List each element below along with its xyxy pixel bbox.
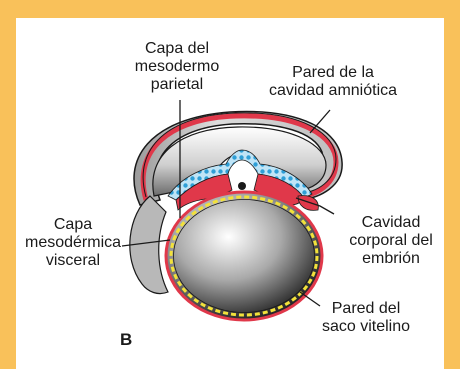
label-body-cavity: Cavidad corporal del embrión	[332, 214, 450, 268]
label-yolk-line1: Pared del	[306, 300, 426, 318]
label-body-cavity-line3: embrión	[332, 250, 450, 268]
label-parietal-mesoderm: Capa del mesodermo parietal	[122, 40, 232, 94]
label-body-cavity-line1: Cavidad	[332, 214, 450, 232]
label-visceral-line1: Capa	[18, 216, 128, 234]
label-parietal-line1: Capa del	[122, 40, 232, 58]
label-yolk-line2: saco vitelino	[306, 318, 426, 336]
mesoderm-right-lateral	[298, 196, 318, 211]
label-amnion-line1: Pared de la	[248, 64, 418, 82]
label-visceral-line3: visceral	[18, 252, 128, 270]
label-parietal-line3: parietal	[122, 76, 232, 94]
label-visceral-mesoderm: Capa mesodérmica visceral	[18, 216, 128, 270]
notochord	[238, 182, 246, 190]
label-yolk-sac-wall: Pared del saco vitelino	[306, 300, 426, 336]
label-parietal-line2: mesodermo	[122, 58, 232, 76]
label-body-cavity-line2: corporal del	[332, 232, 450, 250]
label-visceral-line2: mesodérmica	[18, 234, 128, 252]
label-amnion-line2: cavidad amniótica	[248, 82, 418, 100]
panel-letter: B	[120, 330, 132, 350]
label-amniotic-wall: Pared de la cavidad amniótica	[248, 64, 418, 100]
